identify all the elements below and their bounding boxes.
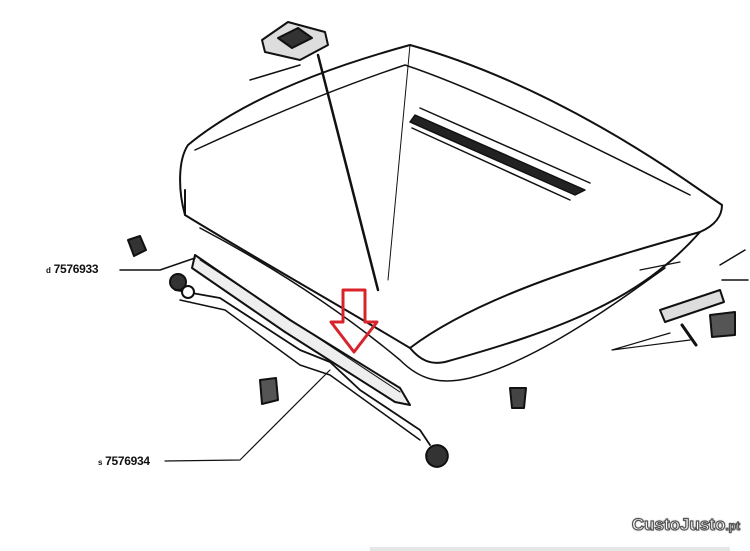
part-prefix: d [46,266,51,275]
part-prefix: s [98,458,103,467]
hood-lower-edge [199,227,666,382]
hood-inner-edge [194,64,691,196]
leader-line-hinge [611,332,691,351]
bumper-stop [425,444,449,468]
red-arrow-icon [329,288,379,354]
watermark-suffix: .pt [725,518,741,533]
leader-line-7576934 [164,369,331,462]
clip-right [509,387,527,409]
part-number: 7576933 [53,262,99,276]
bottom-bar [370,547,730,551]
watermark-logo: CustoJusto.pt [631,514,741,535]
part-number: 7576934 [105,454,150,468]
leader-line-7576933 [119,257,196,271]
hood-front-lip [184,189,701,364]
leader-line-latch [316,53,380,292]
clip-lower [259,377,279,405]
hinge-plate [659,289,725,323]
seal-strip [191,254,411,406]
hood-vent-grille [409,107,591,201]
clip-upper [127,235,147,257]
watermark-brand: CustoJusto [631,514,726,534]
hood-rod [174,289,431,446]
